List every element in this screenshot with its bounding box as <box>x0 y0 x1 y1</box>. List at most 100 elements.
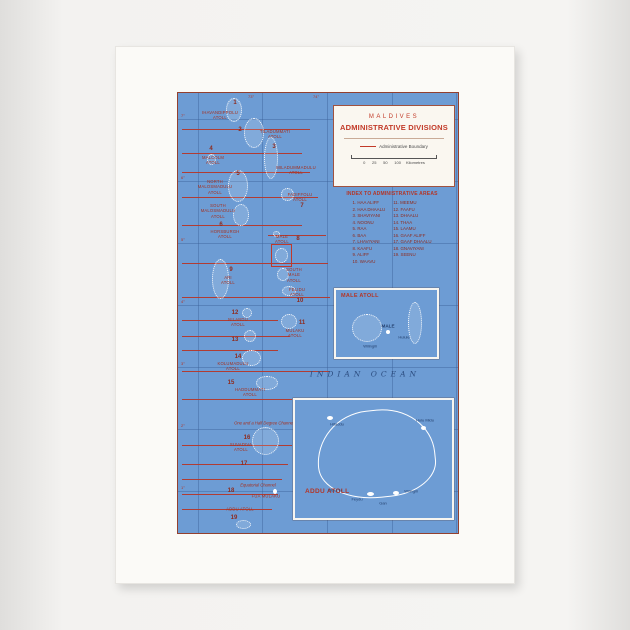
index-entry: 12. FAAFU <box>393 206 415 212</box>
island-label: Hitaddu <box>330 421 344 427</box>
boundary-line-icon <box>360 146 377 147</box>
latitude-label: 6° <box>181 175 185 180</box>
channel-label: One and a Half Degree Channel <box>234 420 294 426</box>
atoll-label: NILANDU ATOLL <box>228 316 248 327</box>
atoll-label: HADDUMMATI ATOLL <box>234 386 266 397</box>
graticule-line <box>178 305 458 306</box>
atoll-number: 19 <box>230 515 238 521</box>
island-label: Gan <box>379 500 387 506</box>
scale-labels: 0 25 50 100 Kilometres <box>334 160 454 165</box>
atoll-number: 6 <box>219 222 223 228</box>
atoll-label: FADIFFOLU ATOLL <box>287 191 313 202</box>
atoll-number: 13 <box>231 337 239 343</box>
scale-bar <box>351 155 437 159</box>
graticule-line <box>178 119 458 120</box>
atoll-label: MULAKU ATOLL <box>285 327 305 338</box>
atoll-number: 2 <box>238 127 242 133</box>
latitude-label: 7° <box>181 113 185 118</box>
index-entry: 5. RAA <box>352 226 367 231</box>
index-entry: 1. HAA ALIFF <box>352 200 380 205</box>
administrative-boundary-line <box>182 445 292 446</box>
atoll-number: 18 <box>227 488 235 494</box>
atoll-number: 12 <box>231 310 239 316</box>
atoll-number: 17 <box>240 461 248 467</box>
atoll-shape <box>281 188 294 201</box>
island-label: Hulule <box>398 334 410 340</box>
island-shape <box>367 492 374 496</box>
index-box: INDEX TO ADMINISTRATIVE AREAS 1. HAA ALI… <box>336 191 448 265</box>
atoll-number: 11 <box>298 320 306 326</box>
index-entry: 16. GAAF ALIFF <box>393 232 426 238</box>
atoll-shape <box>244 118 264 148</box>
atoll-label: SUVADIVA ATOLL <box>229 441 253 452</box>
index-entry: 15. LAAMU <box>393 226 416 231</box>
index-entry: 9. ALIFF <box>352 252 370 257</box>
graticule-line <box>456 93 457 533</box>
administrative-boundary-line <box>182 297 330 298</box>
administrative-boundary-line <box>182 350 278 351</box>
administrative-boundary-line <box>182 479 282 480</box>
atoll-shape <box>282 286 296 296</box>
island-shape <box>421 426 426 430</box>
atoll-number: 7 <box>300 203 304 209</box>
latitude-label: 5° <box>181 237 185 242</box>
scale-unit: Kilometres <box>405 160 425 165</box>
latitude-label: 1° <box>181 485 185 490</box>
poster: MALDIVES ADMINISTRATIVE DIVISIONS Admini… <box>115 46 515 584</box>
atoll-shape <box>228 170 248 202</box>
index-entry: 3. SHAVIYANI <box>352 213 381 218</box>
latitude-label: 4° <box>181 299 185 304</box>
latitude-label: 2° <box>181 423 185 428</box>
index-entry: 2. HAA DHAALU <box>352 206 386 212</box>
atoll-label: ADDU ATOLL <box>226 506 254 512</box>
island-label: MALE <box>381 323 395 329</box>
atoll-shape <box>273 489 277 494</box>
atoll-number: 1 <box>233 100 237 106</box>
island-label: Hulu Midu <box>415 417 435 423</box>
administrative-boundary-line <box>182 509 272 510</box>
administrative-boundary-line <box>182 263 328 264</box>
atoll-label: MILADUMMADULU ATOLL <box>276 164 316 175</box>
island-shape <box>386 330 390 334</box>
atoll-label: SOUTH MALOSMADULU ATOLL <box>200 203 236 219</box>
island-shape <box>393 491 399 495</box>
index-heading: INDEX TO ADMINISTRATIVE AREAS <box>346 191 438 197</box>
administrative-boundary-line <box>182 320 278 321</box>
atoll-label: ARI ATOLL <box>221 274 235 285</box>
addu-inset-title: ADDU ATOLL <box>305 488 350 495</box>
atoll-shape <box>281 314 297 329</box>
graticule-line <box>178 181 458 182</box>
administrative-boundary-line <box>268 235 326 236</box>
atoll-number: 16 <box>243 435 251 441</box>
administrative-boundary-line <box>182 464 288 465</box>
island-label: Maradu <box>328 487 342 493</box>
atoll-shape <box>264 137 278 179</box>
atoll-number: 5 <box>236 171 240 177</box>
map-country-label: MALDIVES <box>368 114 420 120</box>
atoll-shape <box>275 248 288 263</box>
latitude-label: 3° <box>181 361 185 366</box>
index-entry: 6. BAA <box>352 232 367 238</box>
atoll-shape <box>244 330 256 342</box>
administrative-boundary-line <box>182 371 330 372</box>
atoll-number: 9 <box>229 267 233 273</box>
atoll-shape <box>233 204 249 226</box>
index-entry: 8. KAAFU <box>352 245 373 251</box>
atoll-number: 4 <box>209 146 213 152</box>
atoll-shape <box>242 350 261 366</box>
atoll-shape <box>242 308 252 318</box>
atoll-shape <box>212 259 229 299</box>
longitude-label: 73° <box>248 94 255 99</box>
island-shape <box>408 302 422 344</box>
atoll-label: FUA MULAKU <box>251 493 281 499</box>
atoll-shape <box>273 231 280 237</box>
atoll-shape <box>236 520 251 529</box>
graticule-line <box>262 93 263 533</box>
island-label: Wilingili <box>363 343 377 349</box>
atoll-shape <box>226 98 242 122</box>
